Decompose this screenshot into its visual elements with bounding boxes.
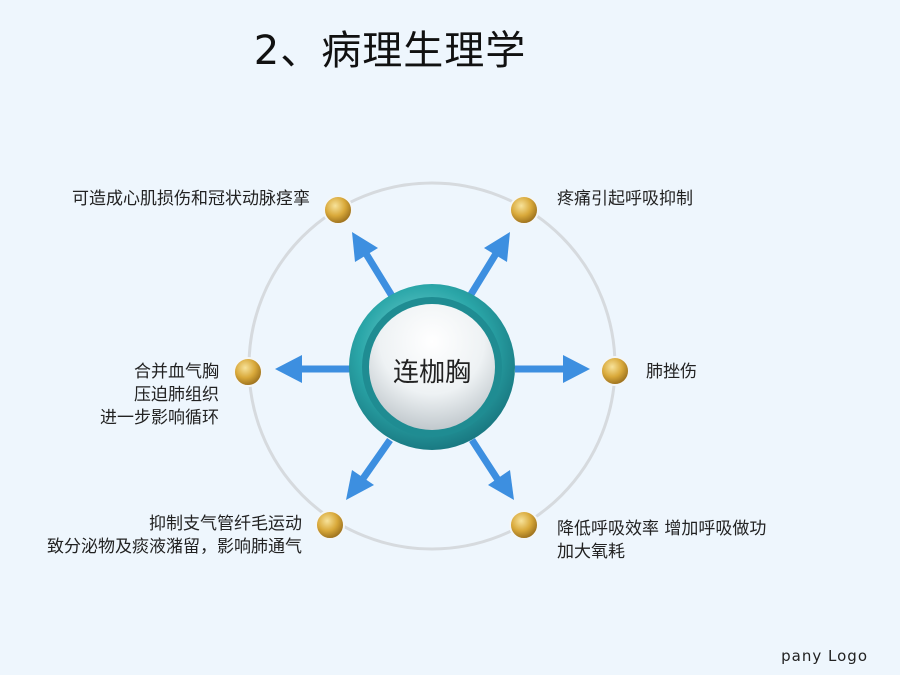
company-logo-text: pany Logo xyxy=(781,647,868,665)
node-right xyxy=(600,356,630,386)
node-top-right xyxy=(509,195,539,225)
label-top-left: 可造成心肌损伤和冠状动脉痉挛 xyxy=(72,188,310,211)
label-right: 肺挫伤 xyxy=(646,361,697,384)
arrow-bottom-left xyxy=(346,437,393,500)
label-left-line: 压迫肺组织 xyxy=(134,385,219,405)
center-hub xyxy=(349,284,515,450)
page-title: 2、病理生理学 xyxy=(253,28,527,74)
arrow-left xyxy=(275,355,350,383)
label-bottom-left: 抑制支气管纤毛运动 致分泌物及痰液潴留，影响肺通气 xyxy=(47,513,302,559)
arrow-top-left xyxy=(352,232,395,298)
label-left-line: 合并血气胸 xyxy=(134,362,219,382)
node-bottom-left xyxy=(315,510,345,540)
node-left xyxy=(233,357,263,387)
node-bottom-right xyxy=(509,510,539,540)
label-right-text: 肺挫伤 xyxy=(646,362,697,382)
label-left-line: 进一步影响循环 xyxy=(100,408,219,428)
label-top-right-text: 疼痛引起呼吸抑制 xyxy=(557,189,693,209)
arrow-bottom-right xyxy=(469,438,514,500)
arrow-right xyxy=(515,355,590,383)
label-bottom-left-line: 致分泌物及痰液潴留，影响肺通气 xyxy=(47,537,302,557)
label-bottom-right-line: 加大氧耗 xyxy=(557,542,625,562)
label-top-right: 疼痛引起呼吸抑制 xyxy=(557,188,693,211)
arrow-top-right xyxy=(467,232,510,298)
node-top-left xyxy=(323,195,353,225)
label-bottom-left-line: 抑制支气管纤毛运动 xyxy=(149,514,302,534)
label-bottom-right: 降低呼吸效率 增加呼吸做功 加大氧耗 xyxy=(557,518,766,564)
center-label: 连枷胸 xyxy=(392,358,471,388)
label-left: 合并血气胸 压迫肺组织 进一步影响循环 xyxy=(100,361,219,430)
label-top-left-text: 可造成心肌损伤和冠状动脉痉挛 xyxy=(72,189,310,209)
label-bottom-right-line: 降低呼吸效率 增加呼吸做功 xyxy=(557,519,767,539)
